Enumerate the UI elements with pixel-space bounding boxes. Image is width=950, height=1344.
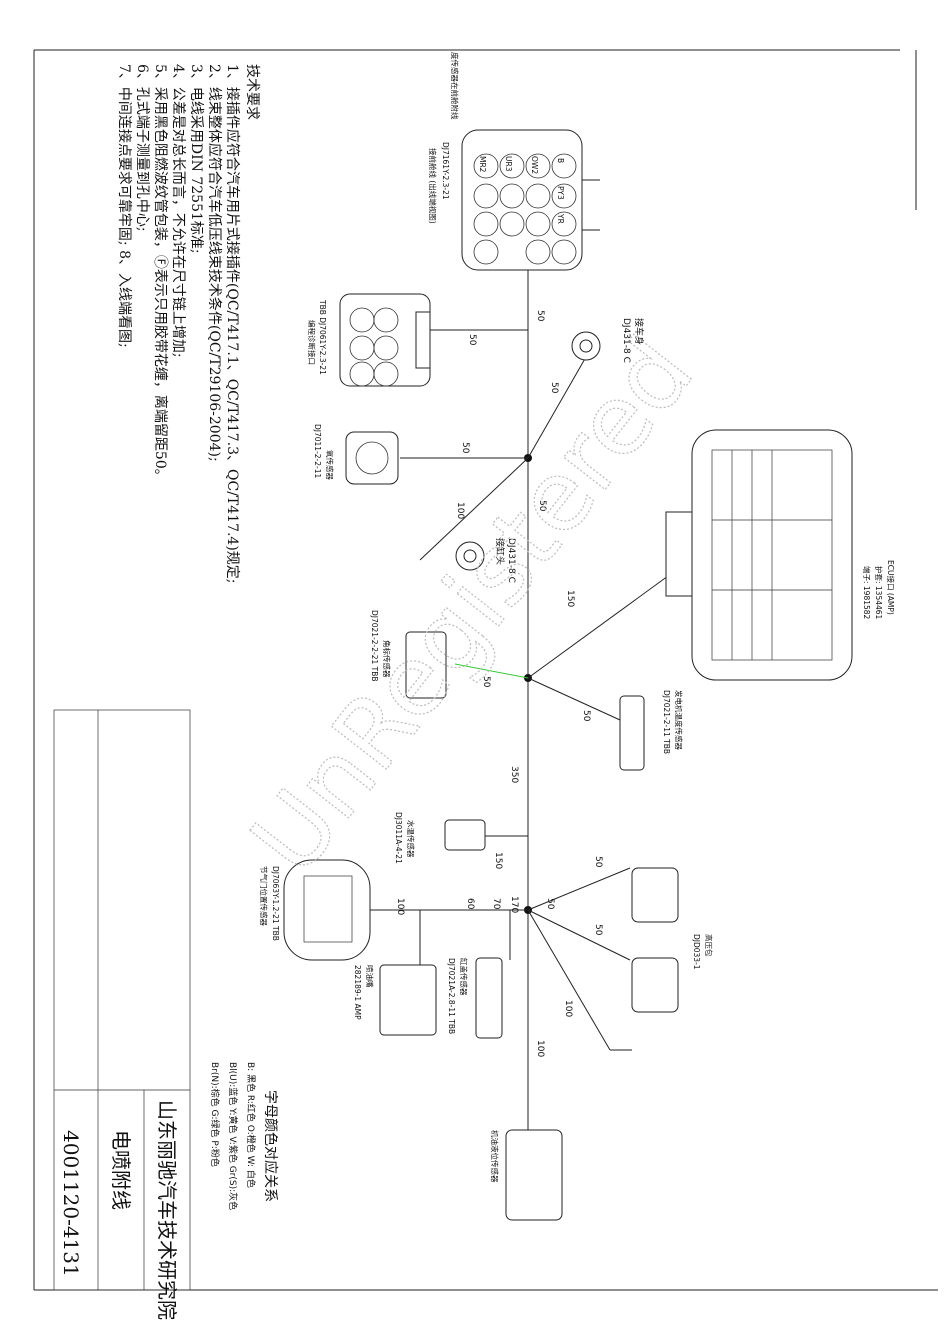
len-19: 100: [535, 1040, 545, 1057]
hv-label: 高压包: [704, 934, 714, 957]
watermark: UnRegistered: [230, 318, 715, 895]
len-2: 50: [549, 382, 559, 394]
ground-head: 接缸头 DJ431-8 C: [455, 538, 516, 583]
color-legend-title: 字母颜色对应关系: [262, 1090, 279, 1202]
level-label: 机油液位传感器: [490, 1130, 500, 1183]
title-block: 山东丽驰汽车技术研究院 电喷附线 4001120-4131: [53, 709, 191, 1320]
tech-requirements-heading: 技术要求: [244, 64, 260, 120]
engine-temp-connector: 发电机温度传感器 DJ7021-2-11 TBB: [619, 690, 684, 771]
hv-part: DJD033-1: [692, 934, 701, 970]
ground-head-label: 接缸头: [494, 538, 506, 565]
len-10: 150: [493, 852, 503, 869]
tech-req-5: 5、采用黑色阻燃波纹管包装，Ⓕ表示只用胶带花缠，离端留距50。: [152, 64, 169, 483]
tech-req-7: 7、中间连接点要求可靠牢固; 8、入线端看图;: [116, 64, 133, 348]
main-plug-title: 接前舱线 (出线端视图): [428, 148, 438, 224]
color-legend-row-2: Br(N):棕色 G:绿色 P:粉色: [209, 1062, 221, 1167]
o2-sensor-connector: 氧传感器 DJ7011-2-2-11: [313, 424, 399, 485]
main-plug-note: 度传感器在前舱附线: [450, 52, 460, 120]
color-legend: 字母颜色对应关系 B: 黑色 R:红色 O:橙色 W: 白色 Bl(U):蓝色 …: [209, 1062, 279, 1210]
len-11: 170: [509, 896, 519, 913]
tech-req-4: 4、公差是对总长而言，不允许在尺寸链上增加;: [170, 64, 186, 358]
level-sensor-connector: 机油液位传感器: [490, 1129, 563, 1221]
angle-part: DJ7021-2-2-21 TBB: [370, 610, 379, 682]
ecu-connector: ECU接口 (AMP) 护套: 1354461 端子: 1981582: [665, 429, 896, 681]
len-17: 50: [593, 924, 603, 936]
main-pin-3: B: [556, 158, 565, 163]
title-drawing-no: 4001120-4131: [59, 1130, 83, 1277]
engine-temp-part: DJ7021-2-11 TBB: [662, 690, 671, 754]
o2-label: 氧传感器: [325, 450, 335, 480]
main-pin-1: UR3: [504, 156, 513, 172]
len-8: 50: [581, 710, 591, 722]
len-3: 50: [460, 442, 470, 454]
tech-req-6: 6、孔式端子测量到孔中心;: [134, 64, 150, 232]
tech-req-2: 2、线束整体应符合汽车低压线束技术条件(QC/T29106-2004);: [206, 64, 223, 462]
water-temp-label: 水温传感器: [406, 820, 416, 858]
diag-part: TBB DJ7061Y-2.3-21: [318, 299, 327, 375]
tech-req-1: 1、接插件应符合汽车用片式接插件(QC/T417.1、QC/T417.3、QC/…: [224, 64, 241, 584]
ground-head-part: DJ431-8 C: [506, 538, 516, 583]
cylinder-sensor-connector: 缸盖传感器 DJ7021A-2.8-11 TBB: [447, 957, 503, 1039]
throttle-label: 节气门位置传感器: [259, 866, 269, 926]
len-18: 100: [563, 1000, 573, 1017]
throttle-connector: 节气门位置传感器 DJ7063Y-1.2-21 TBB: [259, 859, 371, 961]
cyl-part: DJ7021A-2.8-11 TBB: [447, 958, 456, 1034]
diag-name: 编程诊断接口: [307, 320, 317, 365]
len-16: 50: [593, 856, 603, 868]
len-9: 350: [509, 766, 519, 783]
water-temp-part: DJ3011A-4-21: [394, 812, 403, 864]
ecu-sub1: 护套: 1354461: [874, 566, 884, 620]
engine-temp-label: 发电机温度传感器: [674, 690, 684, 750]
len-12: 100: [395, 898, 405, 915]
tech-req-3: 3、电线采用DIN 72551标准;: [188, 64, 204, 254]
diag-connector: TBB DJ7061Y-2.3-21 编程诊断接口: [307, 293, 431, 387]
main-pin-0: MR2: [478, 156, 487, 173]
len-0: 50: [535, 310, 545, 322]
len-15: 50: [545, 898, 555, 910]
title-company: 山东丽驰汽车技术研究院: [155, 1100, 179, 1320]
angle-sensor-connector: 角标传感器 DJ7021-2-2-21 TBB: [370, 610, 447, 699]
main-pin-2: OW2: [530, 156, 539, 174]
main-pin-11: YR: [556, 213, 565, 224]
injector-connector: 喷油嘴 282189-1 AMP: [353, 964, 437, 1036]
throttle-part: DJ7063Y-1.2-21 TBB: [271, 866, 280, 941]
ground-body-part: DJ431-8 C: [621, 318, 631, 363]
color-legend-row-0: B: 黑色 R:红色 O:橙色 W: 白色: [245, 1062, 257, 1188]
water-temp-connector: 水温传感器 DJ3011A-4-21: [394, 812, 486, 864]
len-6: 150: [565, 590, 575, 607]
angle-label: 角标传感器: [382, 640, 392, 678]
main-plug-connector: MR2 UR3 OW2 B PY3 YR DJ7161Y-2.3-21 接前舱线…: [428, 52, 600, 271]
len-5: 50: [537, 500, 547, 512]
len-4: 100: [455, 502, 465, 519]
len-14: 70: [491, 898, 501, 910]
length-labels: 50 50 50 50 100 50 150 50 50 350 150 170…: [395, 310, 603, 1057]
main-plug-part: DJ7161Y-2.3-21: [441, 142, 450, 200]
o2-part: DJ7011-2-2-11: [313, 424, 322, 479]
harness-trunk: [370, 270, 691, 1130]
len-13: 60: [465, 898, 475, 910]
injector-part: 282189-1 AMP: [353, 965, 362, 1020]
ground-body-label: 接车身: [633, 318, 645, 345]
tech-requirements: 技术要求 1、接插件应符合汽车用片式接插件(QC/T417.1、QC/T417.…: [116, 64, 260, 584]
cyl-label: 缸盖传感器: [459, 958, 469, 996]
color-legend-row-1: Bl(U):蓝色 Y:黄色 V:紫色 Gr(S):灰色: [227, 1062, 239, 1210]
len-7: 50: [481, 676, 491, 688]
main-pin-7: PY3: [556, 186, 565, 200]
title-drawing-name: 电喷附线: [109, 1130, 133, 1210]
hv-coil-connectors: 高压包 DJD033-1: [631, 867, 714, 1013]
ecu-title: ECU接口 (AMP): [886, 560, 896, 615]
len-1: 50: [467, 334, 477, 346]
ground-body: 接车身 DJ431-8 C: [571, 318, 645, 363]
injector-label: 喷油嘴: [365, 965, 375, 988]
ecu-sub2: 端子: 1981582: [862, 566, 872, 620]
